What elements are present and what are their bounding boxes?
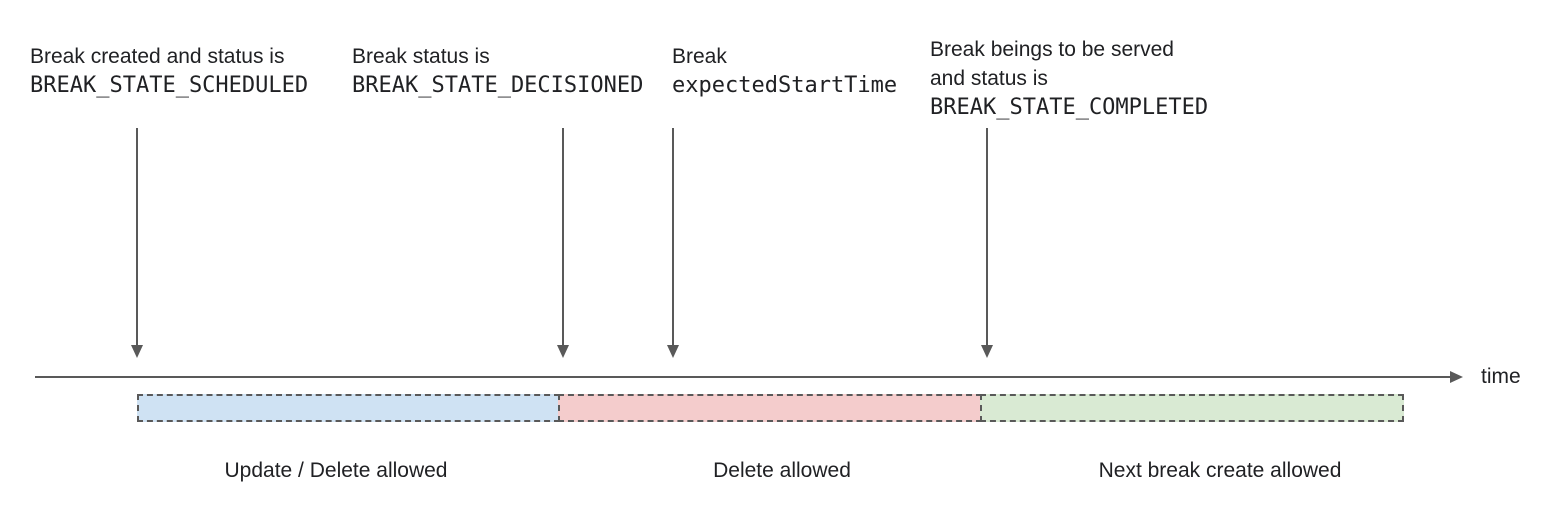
period-bar (137, 394, 1404, 422)
annotation-text: and status is (930, 67, 1048, 90)
down-arrow-icon (667, 128, 679, 358)
down-arrow-icon (557, 128, 569, 358)
annotation-code: BREAK_STATE_SCHEDULED (30, 73, 309, 98)
annotation-text: Break (672, 45, 727, 68)
annotation-break-completed: Break beings to be served and status is … (930, 35, 1208, 122)
arrow-head-icon (667, 345, 679, 358)
annotation-break-decisioned: Break status is BREAK_STATE_DECISIONED (352, 42, 643, 100)
annotation-code: BREAK_STATE_DECISIONED (352, 73, 644, 98)
arrow-shaft (136, 128, 138, 346)
annotation-text: Break status is (352, 45, 490, 68)
segment-label-update-delete: Update / Delete allowed (224, 459, 448, 482)
annotation-text: Break created and status is (30, 45, 285, 68)
arrow-shaft (672, 128, 674, 346)
arrow-head-icon (557, 345, 569, 358)
time-axis-line (35, 376, 1450, 378)
annotation-code: BREAK_STATE_COMPLETED (930, 95, 1209, 120)
annotation-code: expectedStartTime (672, 73, 898, 98)
down-arrow-icon (131, 128, 143, 358)
segment-delete-allowed (558, 394, 982, 422)
annotation-text: Break beings to be served (930, 38, 1174, 61)
segment-update-delete-allowed (137, 394, 560, 422)
segment-next-break-create-allowed (980, 394, 1404, 422)
annotation-break-scheduled: Break created and status is BREAK_STATE_… (30, 42, 308, 100)
time-axis-arrow-icon (1450, 371, 1463, 383)
segment-label-next-break-create: Next break create allowed (1098, 459, 1342, 482)
arrow-head-icon (981, 345, 993, 358)
arrow-head-icon (131, 345, 143, 358)
annotation-expected-start-time: Break expectedStartTime (672, 42, 897, 100)
arrow-shaft (562, 128, 564, 346)
segment-label-delete: Delete allowed (713, 459, 851, 482)
down-arrow-icon (981, 128, 993, 358)
arrow-shaft (986, 128, 988, 346)
time-axis-label: time (1481, 365, 1521, 388)
